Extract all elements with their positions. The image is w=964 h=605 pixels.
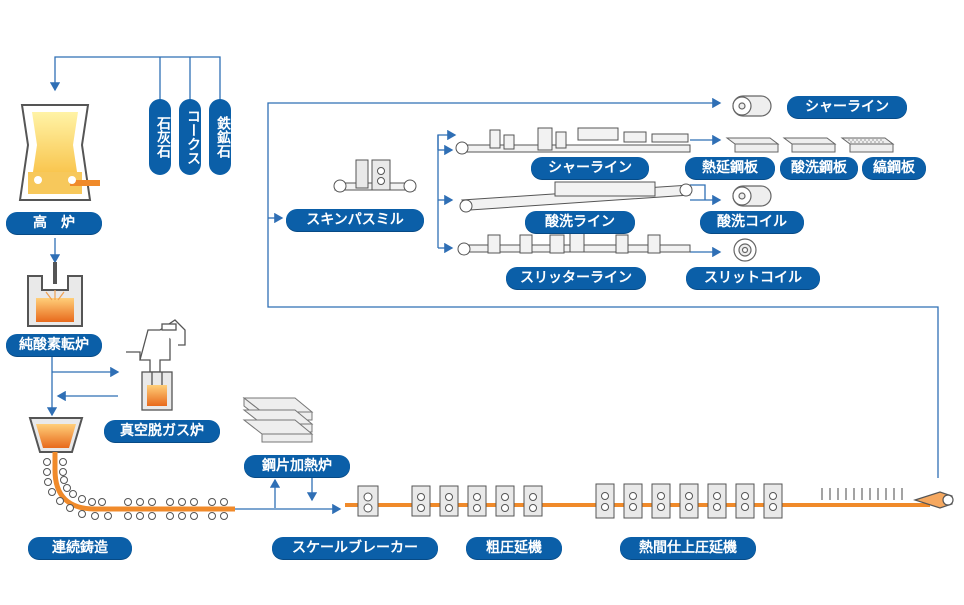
checkered-plate-icon [840, 137, 895, 153]
blast-furnace-label: 高 炉 [6, 212, 102, 234]
scale-breaker-stand [357, 485, 379, 517]
finishing-stands [595, 483, 783, 519]
slab-stack-icon [242, 396, 314, 443]
cooling-sprays [821, 488, 903, 500]
pickled-sheet-icon [782, 137, 837, 153]
skin-pass-mill-label: スキンパスミル [286, 209, 424, 231]
reheat-furnace-label: 鋼片加熱炉 [244, 455, 350, 477]
degasser-label: 真空脱ガス炉 [104, 420, 220, 442]
skin-pass-mill-icon [333, 159, 417, 193]
flow-lines [46, 56, 939, 515]
pickled-sheet-label: 酸洗鋼板 [780, 157, 858, 179]
vacuum-degasser-icon [126, 319, 186, 411]
continuous-caster-icon [28, 417, 235, 520]
roughing-stands [411, 485, 543, 517]
hot-rolled-sheet-label: 熱延鋼板 [685, 157, 775, 179]
coiler [913, 491, 954, 509]
pickled-coil-icon [732, 185, 772, 207]
raw-material-limestone: 石灰石 [149, 99, 171, 175]
slit-coil-icon [733, 238, 757, 262]
blast-furnace-icon [18, 104, 100, 201]
bof-converter-icon [27, 262, 83, 327]
shear-line-icon [455, 127, 691, 155]
slitter-line-icon [457, 229, 691, 256]
raw-material-coke: コークス [179, 99, 201, 175]
scale-breaker-label: スケールブレーカー [272, 537, 438, 559]
hot-rolled-sheet-icon [725, 137, 780, 153]
slit-coil-label: スリットコイル [686, 267, 820, 289]
raw-material-iron-ore: 鉄鉱石 [209, 99, 231, 175]
shear-line-label: シャーライン [531, 157, 649, 179]
slitter-line-label: スリッターライン [506, 267, 646, 289]
pickling-line-label: 酸洗ライン [525, 211, 635, 233]
hot-strip-mill-icon [345, 483, 954, 519]
checkered-plate-label: 縞鋼板 [862, 157, 926, 179]
rougher-label: 粗圧延機 [466, 537, 562, 559]
shear-line-top-label: シャーライン [787, 96, 907, 118]
coil-product-icon [732, 95, 772, 117]
pickling-line-icon [459, 181, 693, 213]
continuous-casting-label: 連続鋳造 [28, 537, 132, 559]
pickled-coil-label: 酸洗コイル [700, 211, 804, 233]
finisher-label: 熱間仕上圧延機 [620, 537, 756, 559]
bof-label: 純酸素転炉 [6, 334, 102, 356]
